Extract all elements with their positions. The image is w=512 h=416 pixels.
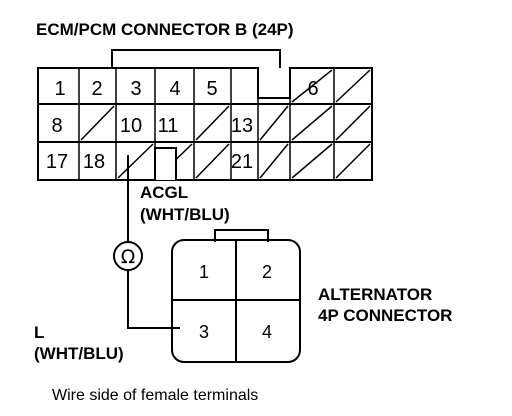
alternator-title-line2: 4P CONNECTOR: [318, 306, 452, 325]
alternator-lock-tab: [214, 229, 269, 242]
ecm-unused-cavity-mark: [195, 105, 230, 141]
ecm-unused-cavity-mark: [335, 105, 371, 141]
ecm-pin-3: 3: [130, 78, 141, 100]
alternator-pin-3: 3: [199, 322, 209, 342]
ecm-pin-18: 18: [83, 151, 105, 173]
wire-l-color: (WHT/BLU): [34, 344, 124, 363]
ecm-pin-17: 17: [46, 151, 68, 173]
wire-acgl-color: (WHT/BLU): [140, 205, 230, 224]
ohmmeter-icon: Ω: [113, 241, 143, 271]
ecm-pin-21: 21: [231, 151, 253, 173]
ecm-unused-cavity-mark: [291, 105, 333, 141]
alternator-connector: [171, 229, 301, 363]
ecm-pin-5: 5: [206, 78, 217, 100]
ecm-pin-6: 6: [307, 78, 318, 100]
ecm-unused-cavity-mark: [117, 143, 154, 179]
ecm-pin-11: 11: [158, 115, 179, 137]
ohmmeter-symbol: Ω: [121, 246, 136, 268]
ecm-pin-13: 13: [231, 115, 253, 137]
ecm-cell-grid: [78, 68, 371, 180]
ecm-connector-title: ECM/PCM CONNECTOR B (24P): [36, 20, 294, 39]
ecm-unused-cavity-mark: [259, 143, 289, 179]
test-lead-l: [127, 270, 180, 329]
ecm-connector-lock-tab: [111, 49, 281, 68]
wire-l-name: L: [34, 323, 44, 342]
ecm-pin-10: 10: [120, 115, 142, 137]
ecm-pin-1: 1: [54, 78, 65, 100]
ecm-pin-8: 8: [51, 115, 62, 137]
ecm-unused-cavity-mark: [80, 105, 115, 141]
alternator-title-line1: ALTERNATOR: [318, 285, 432, 304]
alternator-pin-1: 1: [199, 262, 209, 282]
ecm-unused-cavity-mark: [291, 69, 333, 103]
alternator-pin-2: 2: [262, 262, 272, 282]
ecm-unused-cavity-mark: [195, 143, 230, 179]
ecm-keyway-notch: [154, 147, 177, 180]
wire-acgl-name: ACGL: [140, 183, 188, 202]
caption: Wire side of female terminals: [52, 387, 258, 404]
ecm-unused-cavity-mark: [259, 105, 289, 141]
ecm-pin-4: 4: [169, 78, 180, 100]
test-leads: [127, 155, 180, 329]
ecm-pin-2: 2: [91, 78, 102, 100]
ecm-unused-cavity-mark: [291, 143, 333, 179]
ecm-unused-cavity-mark: [335, 143, 371, 179]
ecm-unused-cavity-mark: [335, 69, 371, 103]
alternator-pin-4: 4: [262, 322, 272, 342]
